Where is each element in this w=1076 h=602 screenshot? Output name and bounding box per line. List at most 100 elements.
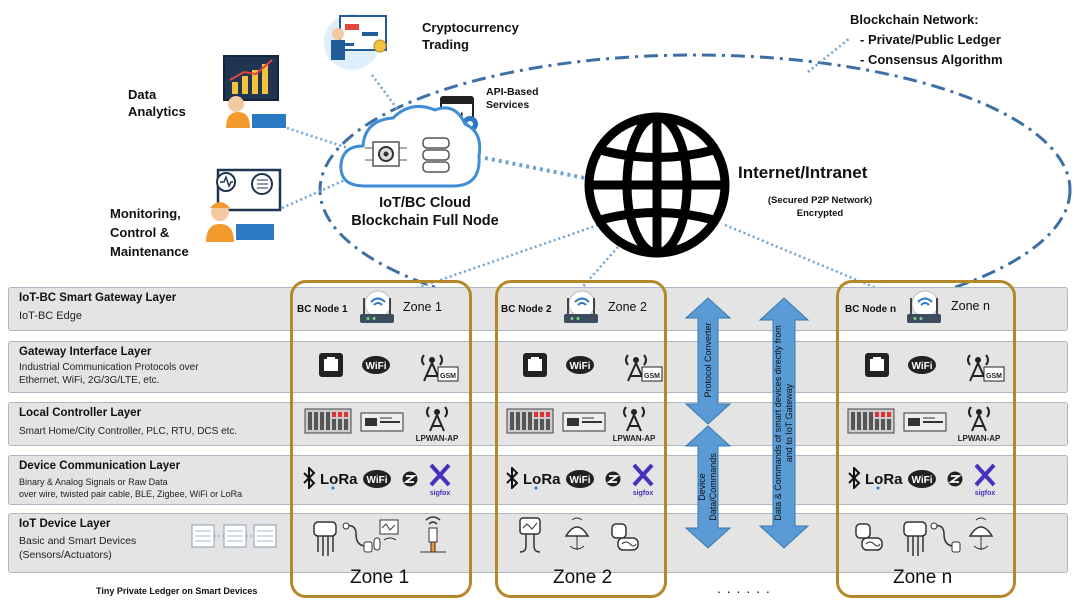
controller-module-icon — [360, 412, 404, 432]
wifi-icon: WiFi — [565, 469, 595, 489]
router-icon — [903, 290, 943, 326]
data-analytics-label: Data Analytics — [128, 87, 186, 119]
zigbee-icon — [605, 471, 621, 487]
cloud-label-line2: Blockchain Full Node — [351, 213, 499, 229]
cloud-label-line1: IoT/BC Cloud — [379, 195, 471, 211]
zone-1-frame — [290, 280, 472, 598]
ethernet-port-icon — [522, 352, 548, 378]
router-icon — [356, 290, 396, 326]
layer-subtitle-line2: over wire, twisted pair cable, BLE, Zigb… — [19, 489, 243, 499]
gsm-tower-icon: GSM — [962, 349, 1006, 383]
wifi-text: WiFi — [569, 361, 590, 372]
wifi-icon: WiFi — [907, 355, 937, 375]
sensor-cable-icon — [930, 520, 962, 556]
crypto-trading-label: Cryptocurrency Trading — [422, 20, 519, 52]
lora-icon: LoRa — [865, 468, 905, 490]
sensor-cable-icon — [342, 520, 374, 556]
wifi-icon: WiFi — [362, 469, 392, 489]
lora-text: LoRa — [523, 471, 561, 488]
gsm-text: GSM — [644, 373, 660, 380]
internet-zone2-link — [577, 246, 619, 293]
zone-n-gateway-label: Zone n — [951, 299, 990, 313]
ledger-docs-icon — [190, 519, 280, 551]
monitoring-cloud-link — [281, 178, 346, 210]
lora-text: LoRa — [320, 471, 358, 488]
ledger-note: Tiny Private Ledger on Smart Devices — [96, 586, 258, 596]
plc-rack-icon — [847, 408, 895, 434]
device-data-label: Device Data/Commands — [697, 453, 718, 521]
gsm-tower-icon: GSM — [416, 349, 460, 383]
sigfox-text: sigfox — [975, 490, 996, 497]
sigfox-icon: sigfox — [970, 463, 1000, 497]
zone-2-gateway-label: Zone 2 — [608, 300, 647, 314]
bluetooth-icon — [302, 467, 316, 489]
internet-title: Internet/Intranet — [738, 163, 868, 182]
cloud-label: IoT/BC Cloud Blockchain Full Node — [340, 194, 510, 230]
plc-rack-icon — [304, 408, 352, 434]
zone-1-bc-node: BC Node 1 — [297, 304, 348, 315]
zone-n-label: Zone n — [893, 567, 953, 588]
wifi-text: WiFi — [569, 475, 590, 486]
sigfox-text: sigfox — [430, 490, 451, 497]
layer-title: Device Communication Layer — [19, 460, 181, 472]
layer-gateway-interface: Gateway Interface Layer Industrial Commu… — [8, 341, 1068, 393]
ethernet-port-icon — [318, 352, 344, 378]
valve-gauge-icon — [514, 516, 546, 556]
layer-title: Gateway Interface Layer — [19, 346, 152, 358]
layer-subtitle-line2: (Sensors/Actuators) — [19, 549, 112, 561]
lpwan-ap-icon: LPWAN-AP — [612, 403, 656, 443]
wifi-text: WiFi — [911, 475, 932, 486]
gsm-text: GSM — [440, 373, 456, 380]
lpwan-text: LPWAN-AP — [958, 434, 1001, 443]
gsm-text: GSM — [986, 373, 1002, 380]
lora-icon: LoRa — [523, 468, 563, 490]
layer-title: Local Controller Layer — [19, 407, 142, 419]
cloud-icon — [335, 98, 485, 194]
wifi-icon: WiFi — [565, 355, 595, 375]
zone-n-bc-node: BC Node n — [845, 304, 897, 315]
wifi-text: WiFi — [911, 361, 932, 372]
analytics-cloud-link — [286, 126, 349, 150]
lamp-sensor-icon — [562, 516, 592, 554]
sigfox-text: sigfox — [633, 490, 654, 497]
sigfox-icon: sigfox — [628, 463, 658, 497]
blockchain-item-consensus: - Consensus Algorithm — [860, 52, 1003, 67]
sigfox-icon: sigfox — [425, 463, 455, 497]
smart-meter-icon — [370, 518, 400, 554]
lpwan-ap-icon: LPWAN-AP — [957, 403, 1001, 443]
internet-subtitle-line2: Encrypted — [796, 208, 844, 219]
actuator-cylinder-icon — [852, 522, 886, 554]
layer-subtitle-line1: Binary & Analog Signals or Raw Data — [19, 477, 168, 487]
direct-data-label: Data & Commands of smart devices directl… — [773, 325, 794, 521]
wifi-text: WiFi — [366, 475, 387, 486]
blockchain-network-label: Blockchain Network: - Private/Public Led… — [850, 10, 1003, 70]
crypto-cloud-link — [370, 74, 400, 111]
bluetooth-icon — [505, 467, 519, 489]
layer-title: IoT Device Layer — [19, 518, 111, 530]
layer-subtitle-line2: Ethernet, WiFi, 2G/3G/LTE, etc. — [19, 375, 160, 386]
lamp-sensor-icon — [966, 516, 996, 554]
blockchain-label-link — [807, 37, 851, 73]
controller-module-icon — [903, 412, 947, 432]
layer-title: IoT-BC Smart Gateway Layer — [19, 292, 177, 304]
internet-subtitle-line1: (Secured P2P Network) — [767, 195, 873, 206]
arrows-right-column — [758, 297, 810, 549]
protocol-converter-label: Protocol Converter — [703, 322, 713, 398]
zigbee-icon — [947, 471, 963, 487]
zone-2-bc-node: BC Node 2 — [501, 304, 552, 315]
layer-subtitle-line1: Industrial Communication Protocols over — [19, 362, 199, 373]
blockchain-title: Blockchain Network: — [850, 12, 979, 27]
globe-icon — [582, 110, 732, 260]
wifi-icon: WiFi — [361, 355, 391, 375]
zone-n-frame — [836, 280, 1016, 598]
arrows-left-column — [684, 297, 732, 549]
blockchain-item-ledger: - Private/Public Ledger — [860, 32, 1001, 47]
internet-subtitle: (Secured P2P Network) Encrypted — [760, 194, 880, 220]
layer-subtitle-line1: Basic and Smart Devices — [19, 535, 137, 547]
cloud-internet-link — [484, 156, 586, 180]
zone-1-label: Zone 1 — [350, 567, 410, 588]
actuator-icon — [418, 514, 448, 554]
monitoring-illustration — [202, 168, 284, 244]
lpwan-ap-icon: LPWAN-AP — [415, 403, 459, 443]
